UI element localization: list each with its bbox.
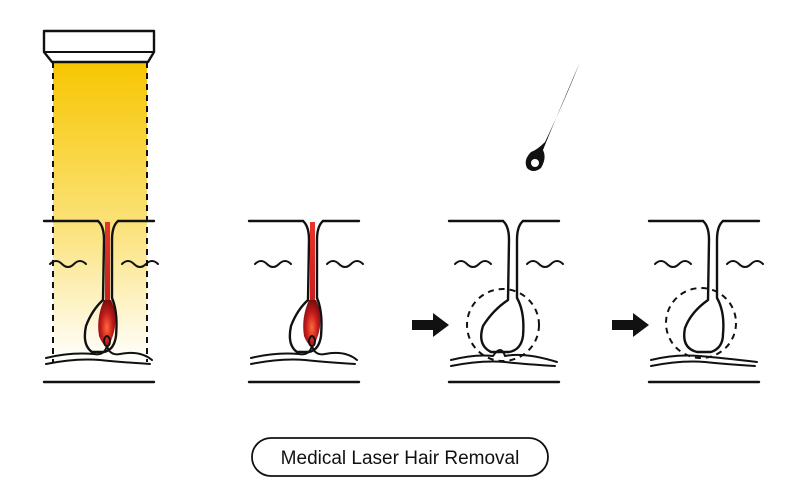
stage-laser-application	[42, 29, 159, 384]
hair-ejected-icon	[525, 62, 580, 171]
caption-text: Medical Laser Hair Removal	[281, 448, 520, 469]
hair-bulb	[98, 300, 116, 346]
target-zone	[466, 288, 540, 362]
blood-vessel	[45, 345, 153, 365]
caption-pill: Medical Laser Hair Removal	[251, 437, 549, 477]
heated-follicle-icon	[247, 219, 364, 384]
stage-hair-removed	[412, 62, 580, 384]
stage-follicle-heated	[247, 219, 364, 384]
empty-follicle	[447, 219, 564, 384]
skin-layers	[42, 219, 159, 384]
stage-follicle-destroyed	[612, 219, 764, 384]
empty-follicle-icon	[647, 219, 764, 384]
hair-shaft	[105, 222, 110, 300]
laser-device-icon	[42, 29, 156, 64]
arrow-right-icon	[612, 313, 649, 337]
target-zone	[665, 287, 737, 359]
arrow-right-icon	[412, 313, 449, 337]
hair-follicle	[83, 219, 120, 354]
